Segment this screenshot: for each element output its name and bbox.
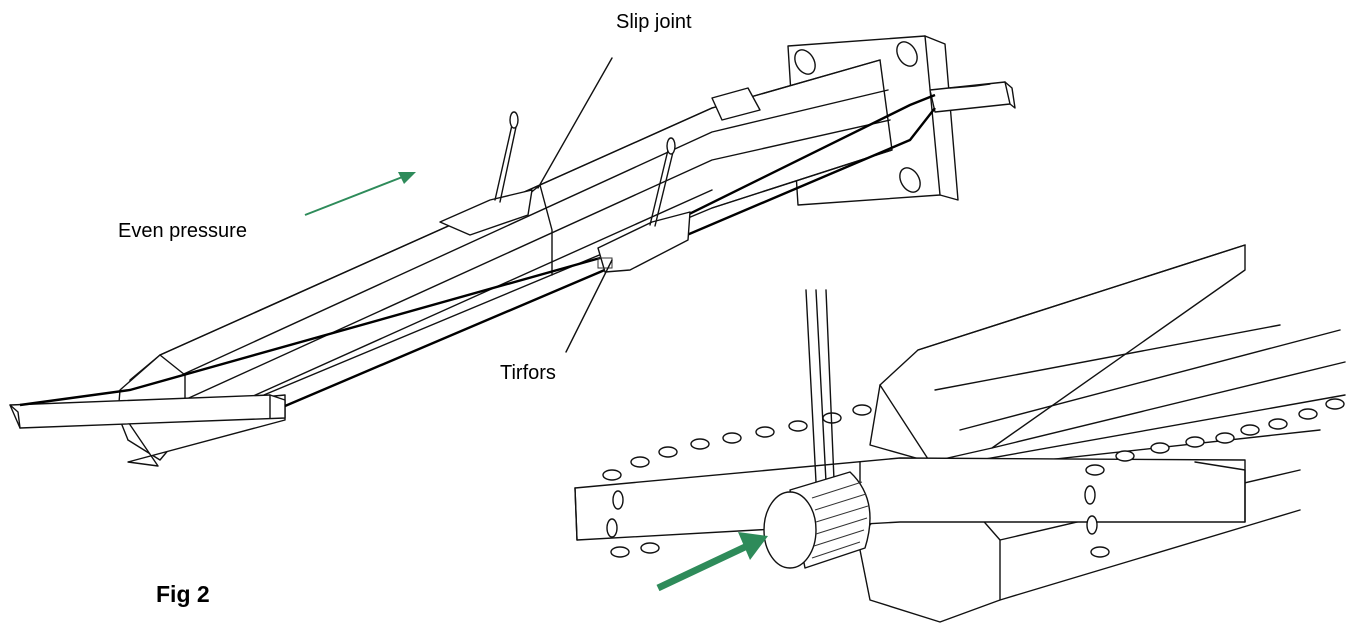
slip-joint-pointer xyxy=(537,57,613,189)
tirfor-left xyxy=(439,111,533,236)
green-arrow-icon xyxy=(656,532,768,592)
slip-joint-label: Slip joint xyxy=(616,11,692,33)
tirfors-label: Tirfors xyxy=(500,362,556,384)
chain-left xyxy=(602,404,872,558)
chain-right xyxy=(1084,398,1345,558)
tirfors-pointer xyxy=(565,259,613,353)
tirfor-right xyxy=(597,137,691,273)
green-arrow-icon xyxy=(304,172,416,216)
even-pressure-label: Even pressure xyxy=(118,220,247,242)
spar-assembly xyxy=(9,35,1016,467)
right-crossbeam xyxy=(929,81,1016,113)
figure-caption: Fig 2 xyxy=(156,581,210,607)
clamp-detail xyxy=(574,244,1346,623)
mallet xyxy=(763,289,871,569)
left-crossbeam xyxy=(9,394,286,429)
detail-spar xyxy=(857,244,1346,623)
detail-crossbeam xyxy=(574,457,1246,541)
